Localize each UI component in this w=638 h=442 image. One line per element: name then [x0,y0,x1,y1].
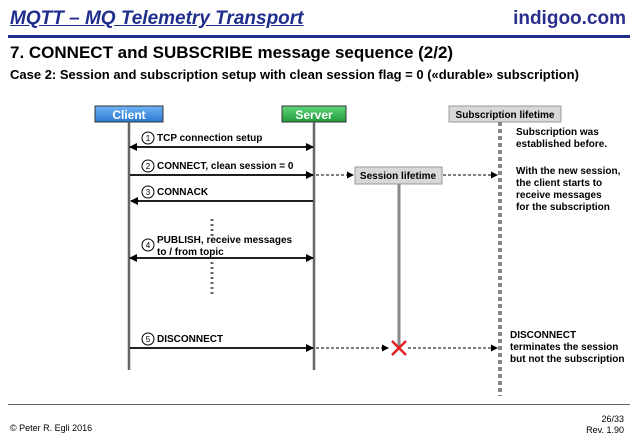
svg-text:terminates the session: terminates the session [510,342,618,353]
copyright: © Peter R. Egli 2016 [10,423,93,433]
page-count: 26/33 [601,414,624,424]
note-subscription-established: Subscription was established before. [516,127,607,150]
brand-logo: indigoo.com [513,8,626,29]
server-label: Server [295,108,333,122]
note-disconnect: DISCONNECT terminates the session but no… [510,330,624,365]
revision: Rev. 1.90 [586,425,624,435]
message-1-label: TCP connection setup [157,133,262,144]
svg-text:Subscription was: Subscription was [516,127,599,138]
message-4-number: 4 [146,241,151,250]
subscription-lifetime-box: Subscription lifetime [448,105,562,123]
slide-title: 7. CONNECT and SUBSCRIBE message sequenc… [10,43,454,62]
client-label: Client [112,108,145,122]
message-4-label-line1: PUBLISH, receive messages [157,235,293,246]
svg-text:DISCONNECT: DISCONNECT [510,330,576,341]
message-2-number: 2 [146,162,151,171]
slide-subtitle: Case 2: Session and subscription setup w… [10,67,579,82]
page-number: 26/33 Rev. 1.90 [586,414,624,436]
footer-rule [8,404,630,405]
message-3-label: CONNACK [157,187,209,198]
message-3-number-circle [141,185,155,199]
message-5-number: 5 [146,335,151,344]
svg-text:the client starts to: the client starts to [516,178,602,189]
message-5-label: DISCONNECT [157,334,223,345]
svg-text:for the subscription: for the subscription [516,202,610,213]
message-2-number-circle [141,159,155,173]
svg-text:but not the subscription: but not the subscription [510,354,624,365]
message-3-number: 3 [146,188,151,197]
header-title: MQTT – MQ Telemetry Transport [10,8,304,29]
message-2-label: CONNECT, clean session = 0 [157,161,294,172]
session-lifetime-box: Session lifetime [354,166,443,185]
client-box: Client [94,105,164,123]
svg-text:established before.: established before. [516,139,607,150]
server-box: Server [281,105,347,123]
message-4-label-line2: to / from topic [157,247,224,258]
note-new-session: With the new session, the client starts … [516,166,621,213]
subscription-lifetime-label: Subscription lifetime [456,110,555,121]
svg-text:With the new session,: With the new session, [516,166,621,177]
session-lifetime-label: Session lifetime [360,171,437,182]
message-5-number-circle [141,332,155,346]
session-end-cross-icon [391,340,407,356]
svg-text:receive messages: receive messages [516,190,602,201]
message-1-number: 1 [146,134,151,143]
message-4-number-circle [141,238,155,252]
message-1-number-circle [141,131,155,145]
header-rule [8,35,630,38]
